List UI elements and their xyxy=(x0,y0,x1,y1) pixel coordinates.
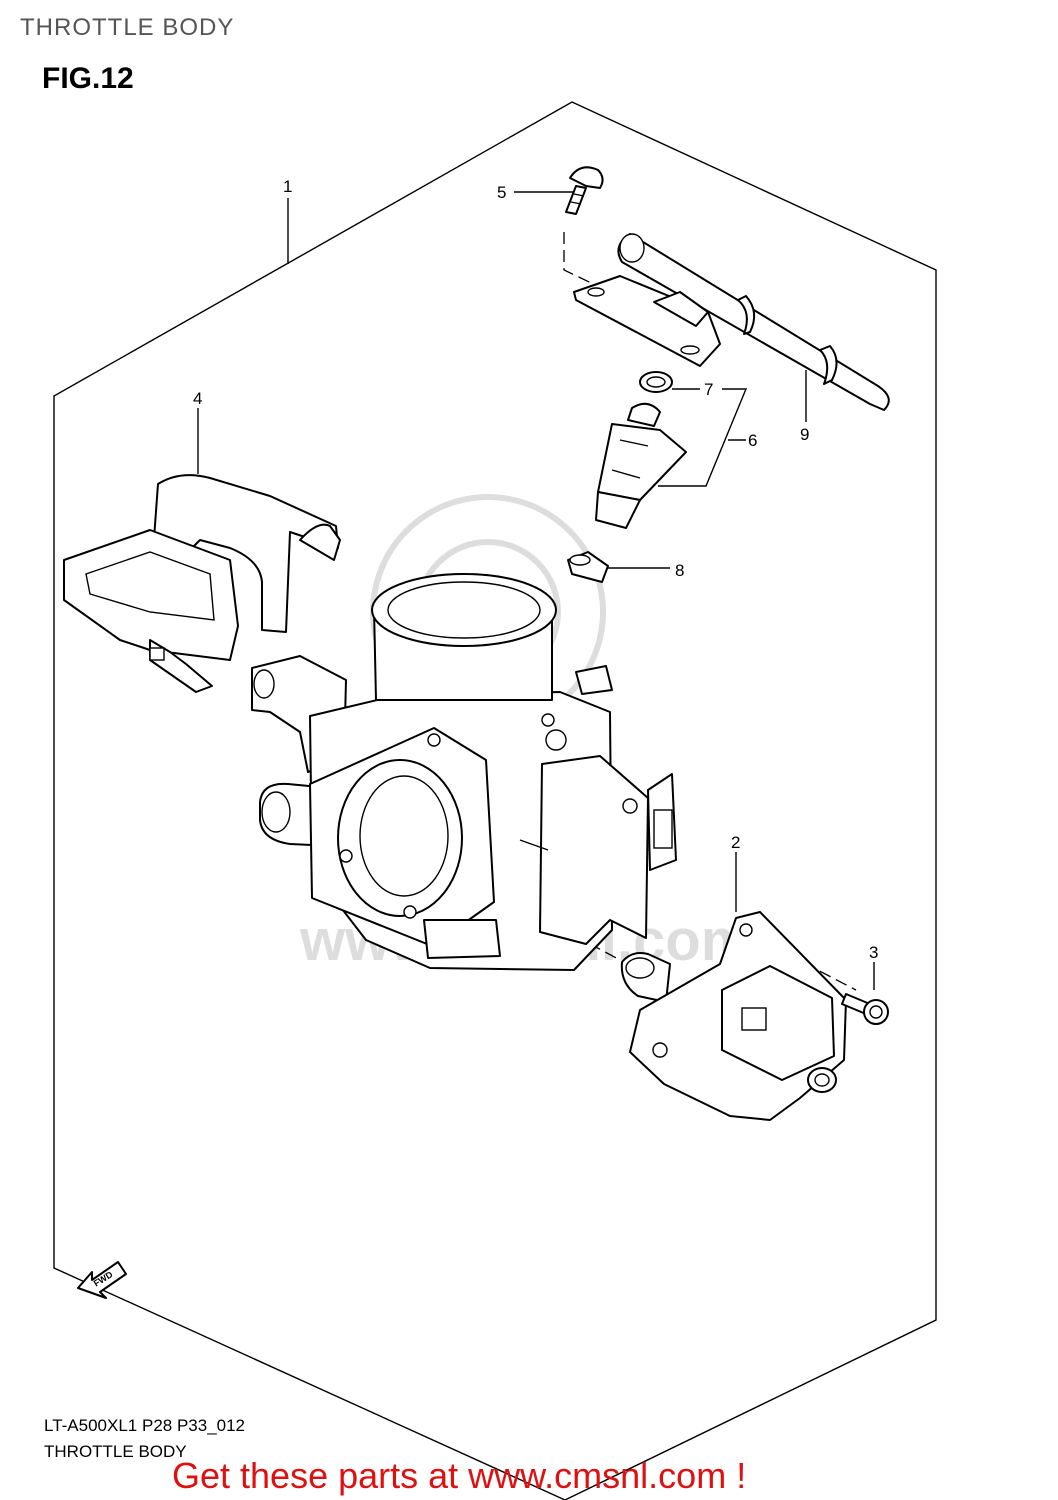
fuel-delivery-pipe-9 xyxy=(573,233,890,411)
screw-3 xyxy=(841,993,889,1025)
callout-numbers: 1 2 3 4 5 6 7 8 9 xyxy=(193,177,878,962)
cushion-8 xyxy=(567,551,609,583)
callout-6: 6 xyxy=(748,431,757,450)
callout-4: 4 xyxy=(193,389,202,408)
forward-arrow-icon: FWD xyxy=(77,1261,127,1299)
figure-label: FIG.12 xyxy=(42,62,134,95)
callout-9: 9 xyxy=(800,425,809,444)
bracket-4 xyxy=(63,474,341,693)
idle-speed-control-2 xyxy=(620,911,847,1121)
leader-lines xyxy=(197,191,875,990)
throttle-body-1 xyxy=(251,573,677,971)
fuel-injector-6 xyxy=(595,402,687,529)
callout-3: 3 xyxy=(869,943,878,962)
callout-1: 1 xyxy=(283,177,292,196)
assembly-outline xyxy=(53,101,937,1500)
footer-title: THROTTLE BODY xyxy=(44,1442,187,1461)
callout-8: 8 xyxy=(675,561,684,580)
promo-link[interactable]: Get these parts at www.cmsnl.com ! xyxy=(172,1455,747,1496)
page-header-title: THROTTLE BODY xyxy=(20,14,235,41)
callout-2: 2 xyxy=(731,833,740,852)
o-ring-7 xyxy=(639,371,673,393)
screw-5 xyxy=(565,166,604,215)
footer-model-code: LT-A500XL1 P28 P33_012 xyxy=(44,1416,246,1435)
callout-5: 5 xyxy=(497,183,506,202)
callout-7: 7 xyxy=(704,380,713,399)
